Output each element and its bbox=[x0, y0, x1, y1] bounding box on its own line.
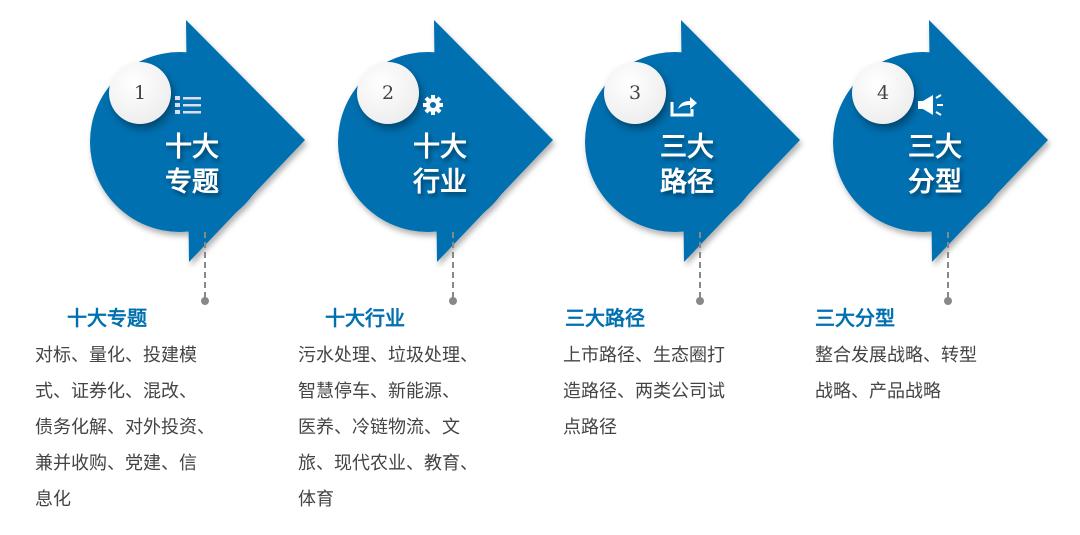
gear-icon bbox=[421, 92, 453, 118]
megaphone-icon bbox=[916, 92, 948, 118]
description-line: 息化 bbox=[35, 489, 71, 510]
step-number-badge: 4 bbox=[852, 62, 914, 124]
description-line: 债务化解、对外投资、 bbox=[35, 417, 215, 438]
share-icon bbox=[668, 92, 700, 118]
section-description: 对标、量化、投建模式、证券化、混改、债务化解、对外投资、兼并收购、党建、信息化 bbox=[35, 338, 215, 518]
description-line: 体育 bbox=[298, 489, 334, 510]
description-line: 上市路径、生态圈打 bbox=[563, 345, 725, 366]
section-heading: 三大分型 bbox=[815, 306, 895, 330]
step-panel-2: 2 十大行业 bbox=[333, 0, 593, 535]
description-line: 对标、量化、投建模 bbox=[35, 345, 197, 366]
section-heading: 三大路径 bbox=[565, 306, 645, 330]
step-title-line: 行业 bbox=[413, 167, 467, 198]
step-title: 三大分型 bbox=[880, 130, 990, 200]
description-line: 污水处理、垃圾处理、 bbox=[298, 345, 478, 366]
step-title-line: 三大 bbox=[660, 132, 714, 163]
step-title: 十大行业 bbox=[385, 130, 495, 200]
section-description: 污水处理、垃圾处理、智慧停车、新能源、医养、冷链物流、文旅、现代农业、教育、体育 bbox=[298, 338, 478, 518]
step-title-line: 十大 bbox=[165, 132, 219, 163]
section-heading: 十大专题 bbox=[67, 306, 147, 330]
section-description: 上市路径、生态圈打造路径、两类公司试点路径 bbox=[563, 338, 725, 446]
step-title-line: 三大 bbox=[908, 132, 962, 163]
step-title-line: 分型 bbox=[908, 167, 962, 198]
connector-dot bbox=[944, 297, 952, 305]
step-number-badge: 3 bbox=[604, 62, 666, 124]
section-description: 整合发展战略、转型战略、产品战略 bbox=[815, 338, 977, 410]
step-panel-1: 1 十大专题 bbox=[85, 0, 345, 535]
step-number-badge: 1 bbox=[109, 62, 171, 124]
step-title: 十大专题 bbox=[137, 130, 247, 200]
dashed-connector bbox=[947, 232, 949, 298]
step-panel-4: 4 三大分型 bbox=[828, 0, 1080, 535]
description-line: 整合发展战略、转型 bbox=[815, 345, 977, 366]
dashed-connector bbox=[452, 232, 454, 298]
description-line: 医养、冷链物流、文 bbox=[298, 417, 460, 438]
description-line: 造路径、两类公司试 bbox=[563, 381, 725, 402]
description-line: 点路径 bbox=[563, 417, 617, 438]
step-title-line: 专题 bbox=[165, 167, 219, 198]
description-line: 战略、产品战略 bbox=[815, 381, 941, 402]
step-panel-3: 3 三大路径 bbox=[580, 0, 840, 535]
connector-dot bbox=[449, 297, 457, 305]
step-title-line: 十大 bbox=[413, 132, 467, 163]
connector-dot bbox=[696, 297, 704, 305]
step-title: 三大路径 bbox=[632, 130, 742, 200]
connector-dot bbox=[201, 297, 209, 305]
list-icon bbox=[173, 92, 205, 118]
description-line: 兼并收购、党建、信 bbox=[35, 453, 197, 474]
step-title-line: 路径 bbox=[660, 167, 714, 198]
section-heading: 十大行业 bbox=[325, 306, 405, 330]
description-line: 旅、现代农业、教育、 bbox=[298, 453, 478, 474]
dashed-connector bbox=[204, 232, 206, 298]
description-line: 式、证券化、混改、 bbox=[35, 381, 197, 402]
description-line: 智慧停车、新能源、 bbox=[298, 381, 460, 402]
dashed-connector bbox=[699, 232, 701, 298]
step-number-badge: 2 bbox=[357, 62, 419, 124]
